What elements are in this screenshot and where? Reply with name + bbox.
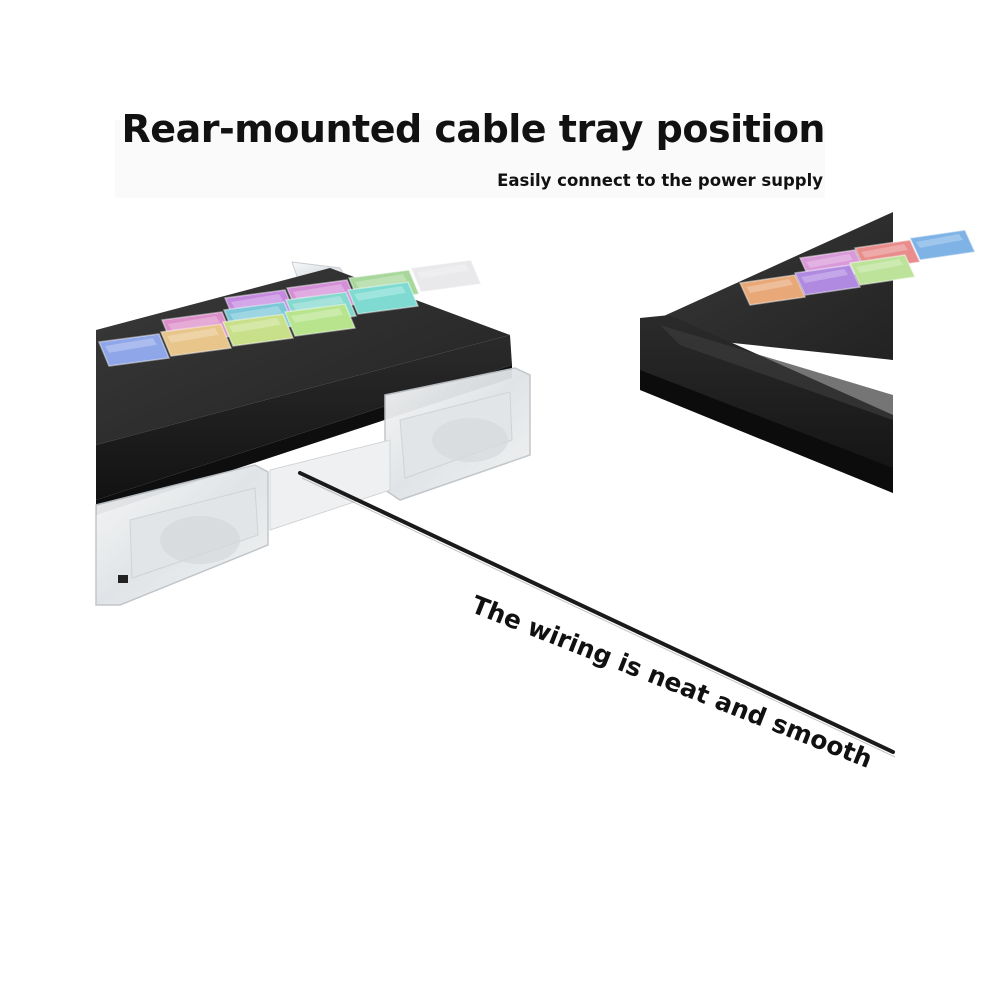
keycap-highlight (293, 284, 345, 299)
keycap-highlight (105, 338, 157, 353)
keycap-highlight (229, 318, 281, 333)
keycap (848, 254, 917, 286)
keycap-highlight (355, 274, 407, 289)
keycap-highlight (168, 316, 220, 331)
keycap-highlight (231, 294, 283, 309)
subheadline: Easily connect to the power supply (497, 171, 823, 190)
keycap (97, 333, 171, 367)
keycap-highlight (806, 254, 853, 268)
keycap-highlight (292, 296, 344, 311)
keycap (159, 323, 233, 357)
keycap-highlight (167, 328, 219, 343)
header-band (115, 120, 825, 198)
keycap-highlight (417, 264, 469, 279)
keycap-highlight (856, 259, 903, 273)
headline: Rear-mounted cable tray position (121, 107, 826, 151)
keycap (283, 303, 357, 337)
power-cable (298, 471, 895, 754)
keycap (908, 229, 977, 261)
device-top (96, 268, 510, 445)
right-key-grid (738, 229, 977, 306)
keycap-highlight (230, 306, 282, 321)
right-stream-deck (640, 212, 977, 493)
keycap-highlight (354, 286, 406, 301)
left-stream-deck (95, 259, 531, 606)
keycap (221, 313, 295, 347)
keycap-highlight (916, 234, 963, 248)
acrylic-stand-left (95, 464, 269, 606)
keycap-highlight (801, 269, 848, 283)
left-key-grid (97, 259, 483, 367)
device-side (96, 335, 512, 500)
keycap-highlight (291, 308, 343, 323)
keycap (346, 281, 420, 315)
keycap-highlight (746, 279, 793, 293)
keycap (738, 274, 807, 306)
keycap (793, 264, 862, 296)
acrylic-stand-right (384, 367, 531, 501)
keycap (409, 259, 483, 293)
keycap-highlight (861, 244, 908, 258)
